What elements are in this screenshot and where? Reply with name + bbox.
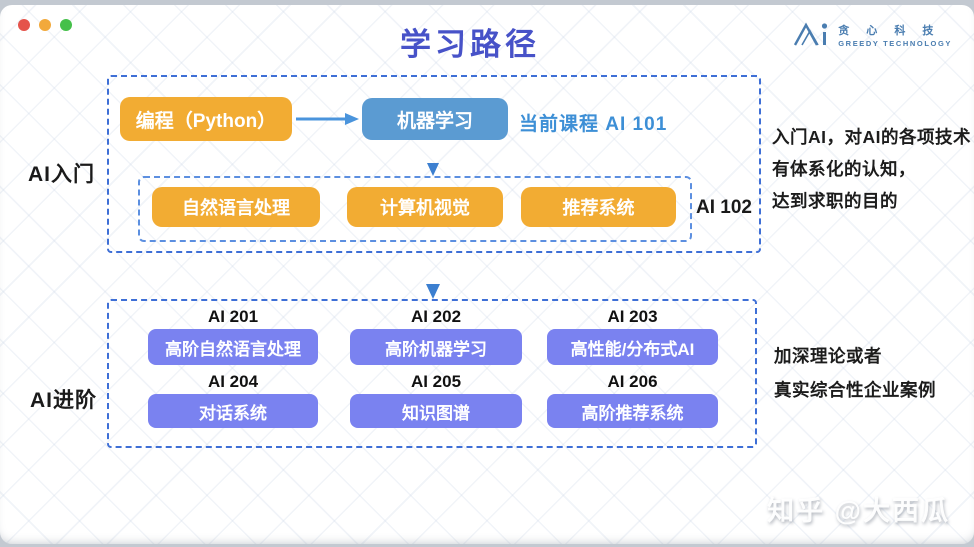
node-recommender: 推荐系统 <box>521 187 676 227</box>
current-course-note: 当前课程 AI 101 <box>519 114 668 135</box>
description-line: 有体系化的认知， <box>772 159 916 179</box>
node-programming-python: 编程（Python） <box>120 97 292 141</box>
greedy-tech-logo-icon <box>793 19 833 54</box>
description-line: 加深理论或者 <box>774 346 882 366</box>
zoom-window-button[interactable] <box>60 19 72 31</box>
close-window-button[interactable] <box>18 19 30 31</box>
course-code-ai202: AI 202 <box>410 307 462 326</box>
course-code-ai203: AI 203 <box>607 307 658 326</box>
brand-name: 贪 心 科 技 GREEDY TECHNOLOGY <box>838 25 952 48</box>
node-hpc-distributed-ai: 高性能/分布式AI <box>547 329 718 365</box>
arrow-down-icon <box>426 141 440 182</box>
node-machine-learning: 机器学习 <box>362 98 508 140</box>
brand-logo: 贪 心 科 技 GREEDY TECHNOLOGY <box>793 19 952 54</box>
page-title: 学习路径 <box>400 27 540 62</box>
ai-advanced-description: 加深理论或者 真实综合性企业案例 <box>774 339 936 407</box>
section-label-ai-intro: AI入门 <box>28 163 95 186</box>
window-controls <box>18 19 72 31</box>
description-line: 真实综合性企业案例 <box>774 380 936 400</box>
slide-window: 学习路径 贪 心 科 技 GREEDY TECHNOLOGY AI入门 编程（P… <box>0 5 974 544</box>
description-line: 达到求职的目的 <box>772 191 898 211</box>
ai-intro-description: 入门AI，对AI的各项技术 有体系化的认知， 达到求职的目的 <box>772 121 971 217</box>
zhihu-watermark: 知乎 @大西瓜 <box>767 496 950 526</box>
course-code-ai205: AI 205 <box>410 372 462 391</box>
minimize-window-button[interactable] <box>39 19 51 31</box>
node-knowledge-graph: 知识图谱 <box>350 394 522 428</box>
arrow-right-icon <box>296 112 360 131</box>
course-code-ai206: AI 206 <box>607 372 658 391</box>
arrow-down-icon <box>425 252 441 305</box>
brand-name-cn: 贪 心 科 技 <box>838 24 941 37</box>
node-advanced-recommender: 高阶推荐系统 <box>547 394 718 428</box>
description-line: 入门AI，对AI的各项技术 <box>772 127 971 147</box>
course-code-ai102: AI 102 <box>696 197 752 218</box>
node-advanced-ml: 高阶机器学习 <box>350 329 522 365</box>
node-advanced-nlp: 高阶自然语言处理 <box>148 329 318 365</box>
node-computer-vision: 计算机视觉 <box>347 187 503 227</box>
node-dialog-systems: 对话系统 <box>148 394 318 428</box>
node-nlp: 自然语言处理 <box>152 187 320 227</box>
ai-102-group-box <box>138 176 692 242</box>
brand-name-en: GREEDY TECHNOLOGY <box>838 38 952 48</box>
course-code-ai201: AI 201 <box>207 307 259 326</box>
course-code-ai204: AI 204 <box>207 372 259 391</box>
ai-advanced-group-box <box>107 299 757 448</box>
section-label-ai-advanced: AI进阶 <box>30 389 97 412</box>
